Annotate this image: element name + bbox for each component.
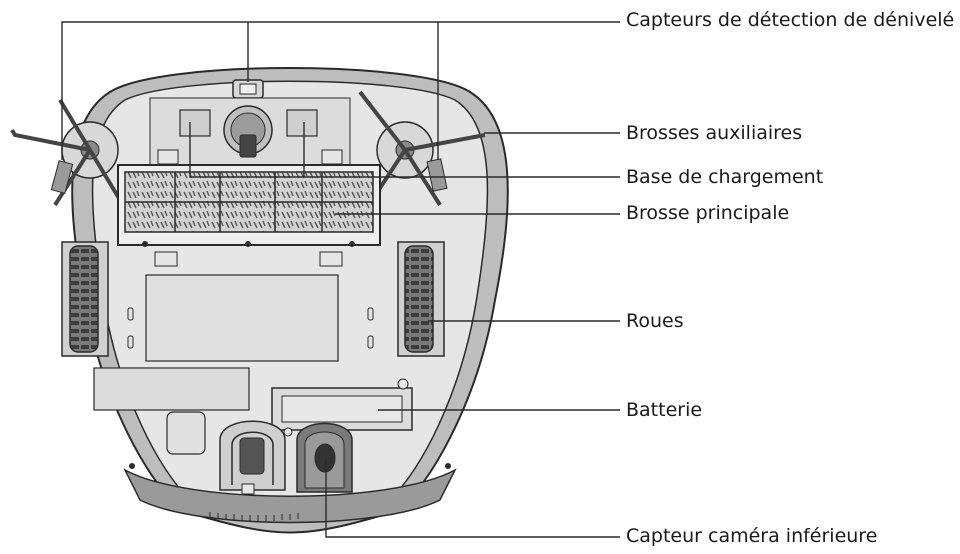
battery-cover	[271, 378, 413, 437]
right-side-brush	[358, 90, 486, 207]
bumper-vents	[209, 512, 299, 521]
lower-left-panel	[93, 367, 250, 411]
label-charging-base: Base de chargement	[626, 166, 824, 188]
label-side-brushes: Brosses auxiliaires	[626, 122, 803, 144]
label-main-brush: Brosse principale	[626, 202, 790, 224]
robot-bottom-bumper	[123, 468, 457, 524]
label-bottom-camera: Capteur caméra inférieure	[626, 525, 878, 547]
center-panel	[127, 274, 374, 362]
top-bay	[149, 97, 351, 167]
left-wheel	[61, 241, 109, 357]
callout-lines	[61, 21, 620, 538]
leader-cliff-left	[61, 21, 620, 160]
screw	[129, 463, 135, 469]
top-cliff-sensor	[232, 79, 264, 99]
bottom-camera-sensor	[296, 422, 353, 493]
right-wheel	[397, 241, 445, 357]
left-side-brush	[10, 98, 122, 207]
lower-small-cover	[166, 411, 206, 455]
leader-camera	[325, 460, 620, 538]
caster-wheel	[219, 420, 286, 495]
label-battery: Batterie	[626, 399, 703, 421]
main-brush-compartment	[117, 164, 381, 267]
leader-charging-left	[189, 122, 620, 178]
label-cliff-sensors: Capteurs de détection de dénivelé	[626, 9, 955, 31]
label-wheels: Roues	[626, 310, 684, 332]
screw	[445, 463, 451, 469]
